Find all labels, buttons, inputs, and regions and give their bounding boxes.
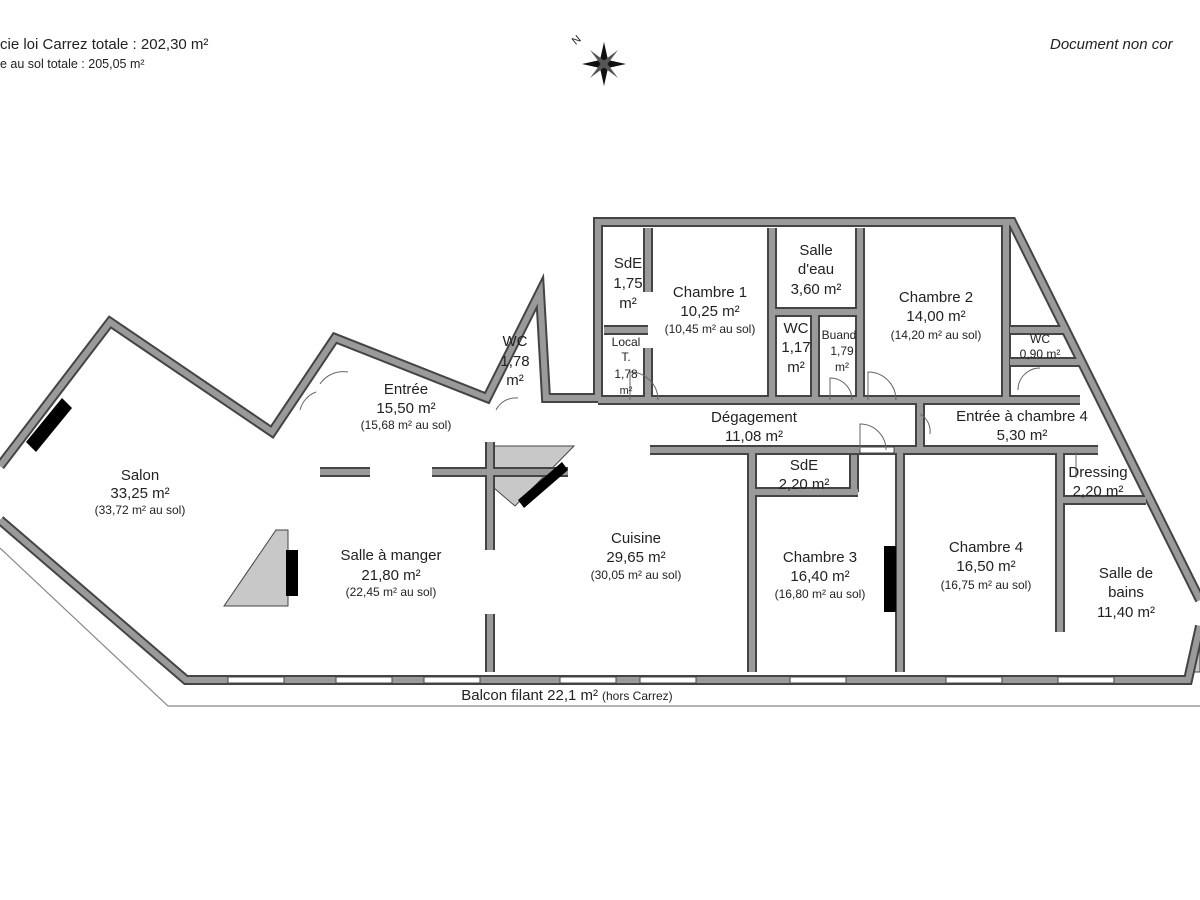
compass-rose-icon bbox=[582, 42, 626, 86]
document-note: Document non cor bbox=[1050, 36, 1173, 53]
salon-area: 33,25 m² bbox=[110, 485, 169, 502]
sde2-area: 2,20 m² bbox=[779, 476, 830, 493]
chambre1-name: Chambre 1 bbox=[673, 284, 747, 301]
entree-area: 15,50 m² bbox=[376, 400, 435, 417]
buand-area: 1,79 bbox=[830, 344, 854, 358]
dressing-area: 2,20 m² bbox=[1073, 483, 1124, 500]
chambre1-floor: (10,45 m² au sol) bbox=[665, 322, 756, 336]
wc2-unit: m² bbox=[787, 359, 805, 376]
entree-floor: (15,68 m² au sol) bbox=[361, 418, 452, 432]
floor-total: e au sol totale : 205,05 m² bbox=[0, 57, 145, 71]
doors bbox=[299, 367, 1077, 478]
entree-name: Entrée bbox=[384, 381, 428, 398]
windows bbox=[227, 446, 1115, 684]
chambre3-name: Chambre 3 bbox=[783, 549, 857, 566]
cuisine-floor: (30,05 m² au sol) bbox=[591, 568, 682, 582]
sdb-name2: bains bbox=[1108, 584, 1144, 601]
buand-unit: m² bbox=[835, 360, 849, 374]
chambre1-area: 10,25 m² bbox=[680, 303, 739, 320]
wc2-name: WC bbox=[784, 320, 809, 337]
salle-manger-floor: (22,45 m² au sol) bbox=[346, 585, 437, 599]
cuisine-name: Cuisine bbox=[611, 530, 661, 547]
wc1-name: WC bbox=[503, 333, 528, 350]
local-unit: m² bbox=[620, 385, 633, 397]
salle-eau-name2: d'eau bbox=[798, 261, 834, 278]
degagement-area: 11,08 m² bbox=[725, 428, 783, 445]
salon-floor: (33,72 m² au sol) bbox=[95, 503, 186, 517]
chambre3-floor: (16,80 m² au sol) bbox=[775, 587, 866, 601]
chambre2-floor: (14,20 m² au sol) bbox=[891, 328, 982, 342]
salle-manger-hearth bbox=[223, 529, 289, 607]
chambre2-name: Chambre 2 bbox=[899, 289, 973, 306]
local-area: 1,78 bbox=[614, 367, 638, 381]
salle-manger-area: 21,80 m² bbox=[361, 567, 420, 584]
wc2-area: 1,17 bbox=[781, 339, 810, 356]
buand-name: Buand bbox=[822, 328, 857, 342]
salle-manger-name: Salle à manger bbox=[341, 547, 442, 564]
local-name: Local bbox=[612, 335, 641, 349]
compass-north-label: N bbox=[570, 33, 584, 47]
sdb-name: Salle de bbox=[1099, 565, 1153, 582]
salle-eau-area: 3,60 m² bbox=[791, 281, 842, 298]
balcony-outline bbox=[0, 547, 1200, 707]
chambre4-name: Chambre 4 bbox=[949, 539, 1023, 556]
chambre4-floor: (16,75 m² au sol) bbox=[941, 578, 1032, 592]
chambre4-area: 16,50 m² bbox=[956, 558, 1015, 575]
sde1-area: 1,75 bbox=[613, 275, 642, 292]
cuisine-area: 29,65 m² bbox=[606, 549, 665, 566]
sdb-area: 11,40 m² bbox=[1097, 604, 1155, 621]
entree-ch4-name: Entrée à chambre 4 bbox=[956, 408, 1088, 425]
wc1-area: 1,78 bbox=[500, 353, 529, 370]
balcony-label: Balcon filant 22,1 m² bbox=[461, 687, 598, 704]
chambre2-area: 14,00 m² bbox=[906, 308, 965, 325]
degagement-name: Dégagement bbox=[711, 409, 798, 426]
wc1-unit: m² bbox=[506, 372, 524, 389]
carrez-total: cie loi Carrez totale : 202,30 m² bbox=[0, 36, 209, 53]
wc3-area: 0,90 m² bbox=[1020, 347, 1061, 361]
salon-name: Salon bbox=[121, 467, 159, 484]
entree-ch4-area: 5,30 m² bbox=[997, 427, 1048, 444]
sde1-name: SdE bbox=[614, 255, 642, 272]
wc3-name: WC bbox=[1030, 332, 1050, 346]
walls bbox=[0, 217, 1200, 685]
sde1-unit: m² bbox=[619, 295, 637, 312]
local-name2: T. bbox=[621, 350, 630, 364]
sde2-name: SdE bbox=[790, 457, 818, 474]
chambre3-area: 16,40 m² bbox=[790, 568, 849, 585]
dressing-name: Dressing bbox=[1068, 464, 1127, 481]
chimney-icons bbox=[26, 398, 896, 612]
salle-eau-name: Salle bbox=[799, 242, 832, 259]
balcony-note: (hors Carrez) bbox=[602, 689, 673, 703]
